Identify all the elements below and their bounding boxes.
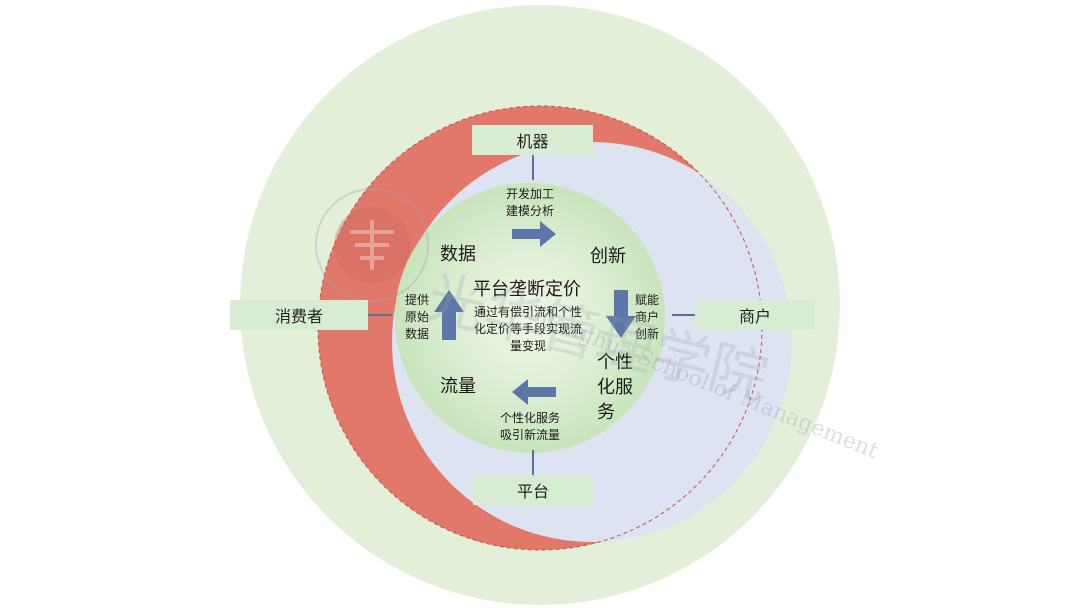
cycle-data: 数据 bbox=[440, 244, 476, 265]
node-platform: 平台 bbox=[473, 475, 593, 505]
text-line: 赋能 bbox=[635, 293, 660, 307]
node-label: 平台 bbox=[516, 482, 549, 501]
node-consumer: 消费者 bbox=[230, 300, 368, 330]
text-line: 务 bbox=[597, 402, 615, 423]
text-line: 化定价等手段实现流 bbox=[474, 322, 583, 336]
pku-seal-watermark bbox=[315, 188, 429, 302]
connector-lines bbox=[368, 155, 695, 475]
label-service-to-traffic: 个性化服务 吸引新流量 bbox=[500, 410, 560, 444]
text-line: 化服 bbox=[597, 377, 633, 398]
label-traffic-to-data: 提供 原始 数据 bbox=[405, 292, 429, 343]
arrow-down-icon bbox=[606, 290, 636, 338]
arrow-right-icon bbox=[512, 221, 556, 247]
center-description: 通过有偿引流和个性 化定价等手段实现流 量变现 bbox=[474, 304, 582, 355]
cycle-innovation: 创新 bbox=[590, 246, 626, 267]
node-label: 消费者 bbox=[274, 307, 323, 326]
text-line: 通过有偿引流和个性 bbox=[474, 305, 583, 319]
inner-green-circle bbox=[395, 183, 665, 453]
text-line: 开发加工 bbox=[506, 187, 555, 201]
text-line: 个性化服务 bbox=[500, 411, 561, 425]
cycle-traffic: 流量 bbox=[440, 376, 476, 397]
cycle-personalized-service: 个性 化服 务 bbox=[597, 350, 633, 425]
text-line: 原始 bbox=[405, 310, 430, 324]
text-line: 建模分析 bbox=[506, 204, 555, 218]
node-label: 商户 bbox=[738, 307, 771, 326]
text-line: 个性 bbox=[597, 352, 633, 373]
label-innovation-to-service: 赋能 商户 创新 bbox=[635, 292, 659, 343]
node-merchant: 商户 bbox=[695, 300, 815, 330]
node-machine: 机器 bbox=[472, 125, 593, 155]
text-line: 吸引新流量 bbox=[500, 428, 561, 442]
text-line: 提供 bbox=[405, 293, 430, 307]
center-title: 平台垄断定价 bbox=[473, 279, 581, 300]
label-data-to-innovation: 开发加工 建模分析 bbox=[506, 186, 554, 220]
node-label: 机器 bbox=[516, 132, 549, 151]
text-line: 创新 bbox=[635, 327, 660, 341]
text-line: 量变现 bbox=[510, 339, 547, 353]
arrow-left-icon bbox=[512, 379, 556, 405]
arrow-up-icon bbox=[434, 290, 464, 340]
text-line: 商户 bbox=[635, 310, 660, 324]
text-line: 数据 bbox=[405, 327, 430, 341]
